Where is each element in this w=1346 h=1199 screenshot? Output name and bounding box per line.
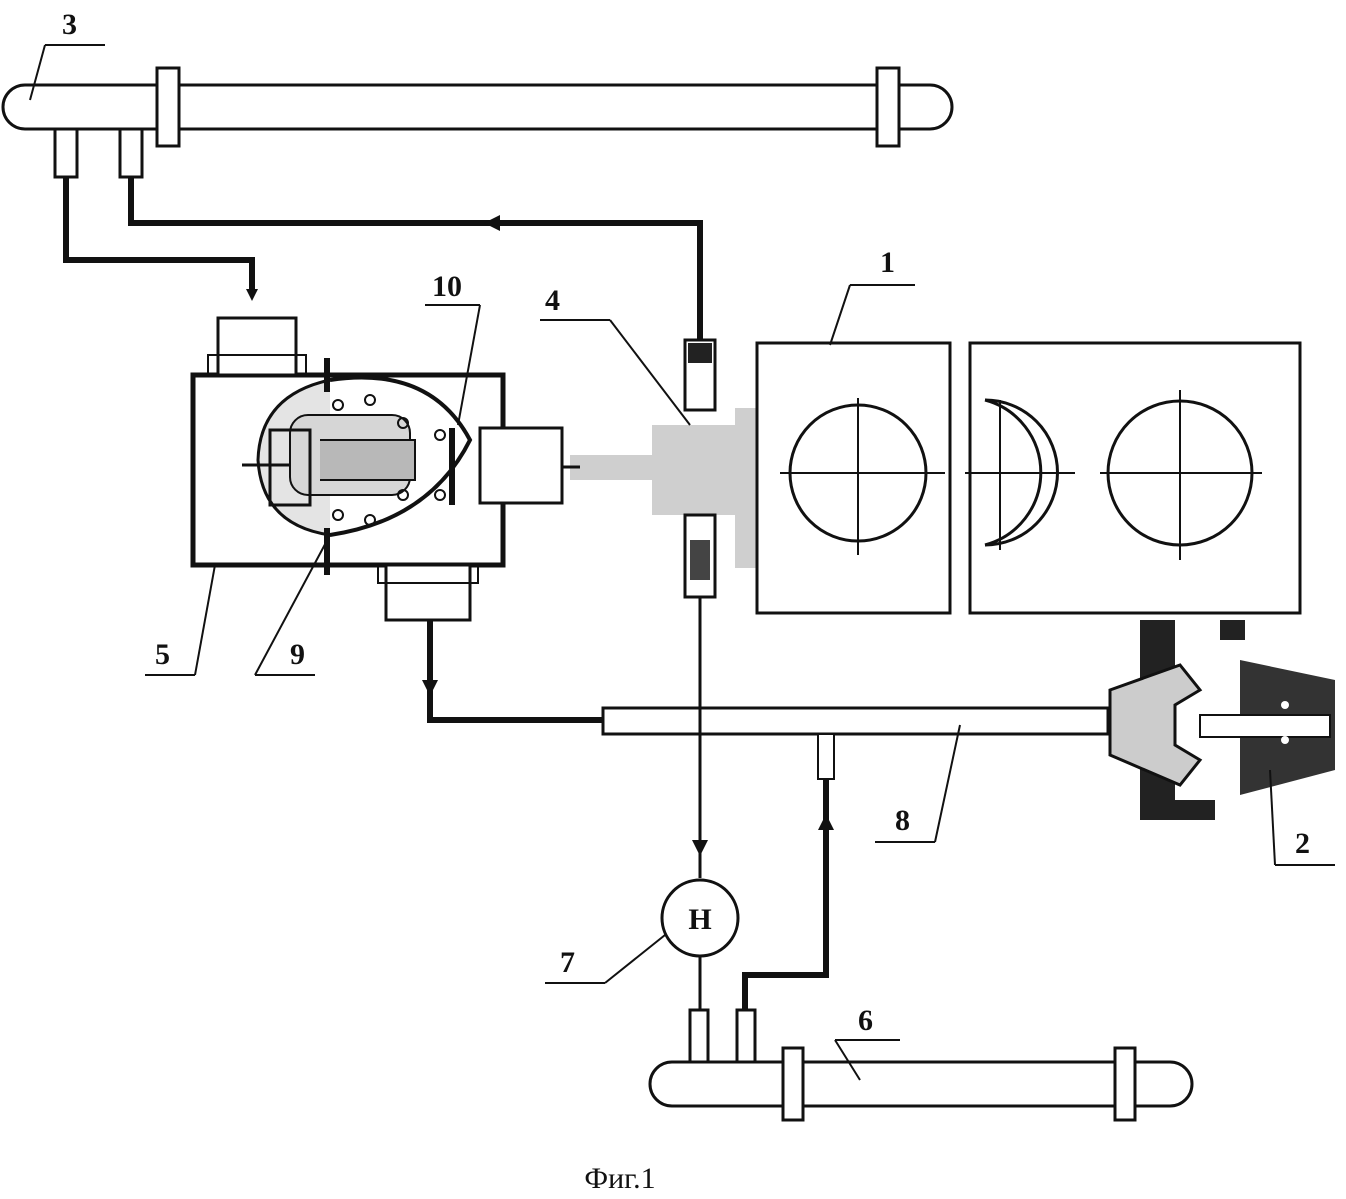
mixer-tee [562,340,760,597]
bottom-collector [650,1010,1192,1120]
label-9: 9 [290,638,305,671]
separator-unit [193,318,562,620]
flow-arrow-left [484,215,500,231]
label-6: 6 [858,1004,873,1037]
engine-block [757,343,1300,613]
label-4: 4 [545,284,560,317]
top-collector [3,68,952,177]
figure-caption: Фиг.1 [584,1162,655,1195]
turbocharger [1110,620,1335,820]
label-8: 8 [895,804,910,837]
pump-line [662,597,834,1010]
label-1: 1 [880,246,895,279]
label-7: 7 [560,946,575,979]
label-2: 2 [1295,827,1310,860]
pump-symbol: Н [688,903,711,936]
pipe-8 [422,620,1108,779]
label-5: 5 [155,638,170,671]
label-3: 3 [62,8,77,41]
label-10: 10 [432,270,462,303]
